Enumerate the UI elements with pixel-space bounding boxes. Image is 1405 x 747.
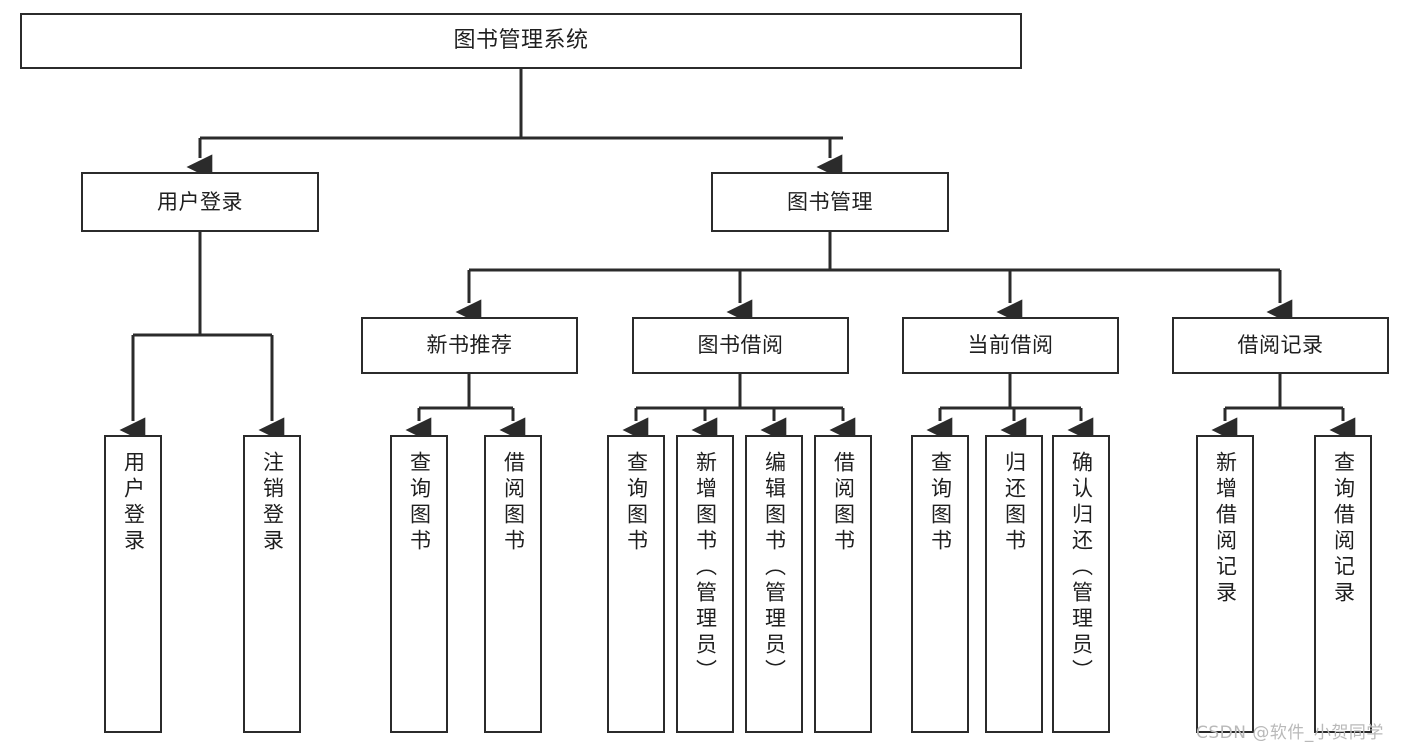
- node-leaf-query-book-2-label: 查询图书: [624, 451, 649, 555]
- node-leaf-borrow-book-1-label: 借阅图书: [501, 451, 526, 555]
- node-leaf-edit-book[interactable]: 编辑图书（管理员）: [745, 435, 803, 733]
- node-leaf-query-book-1[interactable]: 查询图书: [390, 435, 448, 733]
- node-leaf-add-book-label: 新增图书（管理员）: [693, 451, 718, 685]
- node-leaf-add-record-label: 新增借阅记录: [1213, 451, 1238, 607]
- node-leaf-add-book[interactable]: 新增图书（管理员）: [676, 435, 734, 733]
- node-leaf-borrow-book-2[interactable]: 借阅图书: [814, 435, 872, 733]
- node-user-login[interactable]: 用户登录: [81, 172, 319, 232]
- node-leaf-confirm-return[interactable]: 确认归还（管理员）: [1052, 435, 1110, 733]
- node-leaf-query-book-3[interactable]: 查询图书: [911, 435, 969, 733]
- node-leaf-query-book-2[interactable]: 查询图书: [607, 435, 665, 733]
- watermark: CSDN @软件_小贺同学: [1196, 723, 1384, 743]
- node-new-book-rec-label: 新书推荐: [426, 333, 513, 358]
- node-book-manage-label: 图书管理: [787, 189, 873, 214]
- node-leaf-user-login[interactable]: 用户登录: [104, 435, 162, 733]
- node-borrow-record[interactable]: 借阅记录: [1172, 317, 1389, 374]
- node-leaf-query-book-3-label: 查询图书: [928, 451, 953, 555]
- node-leaf-borrow-book-2-label: 借阅图书: [831, 451, 856, 555]
- node-leaf-return-book-label: 归还图书: [1002, 451, 1027, 555]
- node-leaf-edit-book-label: 编辑图书（管理员）: [762, 451, 787, 685]
- node-leaf-logout[interactable]: 注销登录: [243, 435, 301, 733]
- node-leaf-logout-label: 注销登录: [260, 451, 285, 555]
- node-book-borrow-label: 图书借阅: [697, 333, 784, 358]
- node-leaf-query-record[interactable]: 查询借阅记录: [1314, 435, 1372, 733]
- node-leaf-user-login-label: 用户登录: [121, 451, 146, 555]
- node-current-borrow-label: 当前借阅: [967, 333, 1054, 358]
- node-leaf-query-record-label: 查询借阅记录: [1331, 451, 1356, 607]
- node-book-manage[interactable]: 图书管理: [711, 172, 949, 232]
- node-borrow-record-label: 借阅记录: [1237, 333, 1324, 358]
- node-book-borrow[interactable]: 图书借阅: [632, 317, 849, 374]
- node-leaf-add-record[interactable]: 新增借阅记录: [1196, 435, 1254, 733]
- node-new-book-rec[interactable]: 新书推荐: [361, 317, 578, 374]
- node-current-borrow[interactable]: 当前借阅: [902, 317, 1119, 374]
- node-leaf-confirm-return-label: 确认归还（管理员）: [1069, 451, 1094, 685]
- node-leaf-query-book-1-label: 查询图书: [407, 451, 432, 555]
- node-user-login-label: 用户登录: [157, 189, 243, 214]
- node-leaf-borrow-book-1[interactable]: 借阅图书: [484, 435, 542, 733]
- node-leaf-return-book[interactable]: 归还图书: [985, 435, 1043, 733]
- node-root-label: 图书管理系统: [453, 28, 589, 54]
- node-root[interactable]: 图书管理系统: [20, 13, 1022, 69]
